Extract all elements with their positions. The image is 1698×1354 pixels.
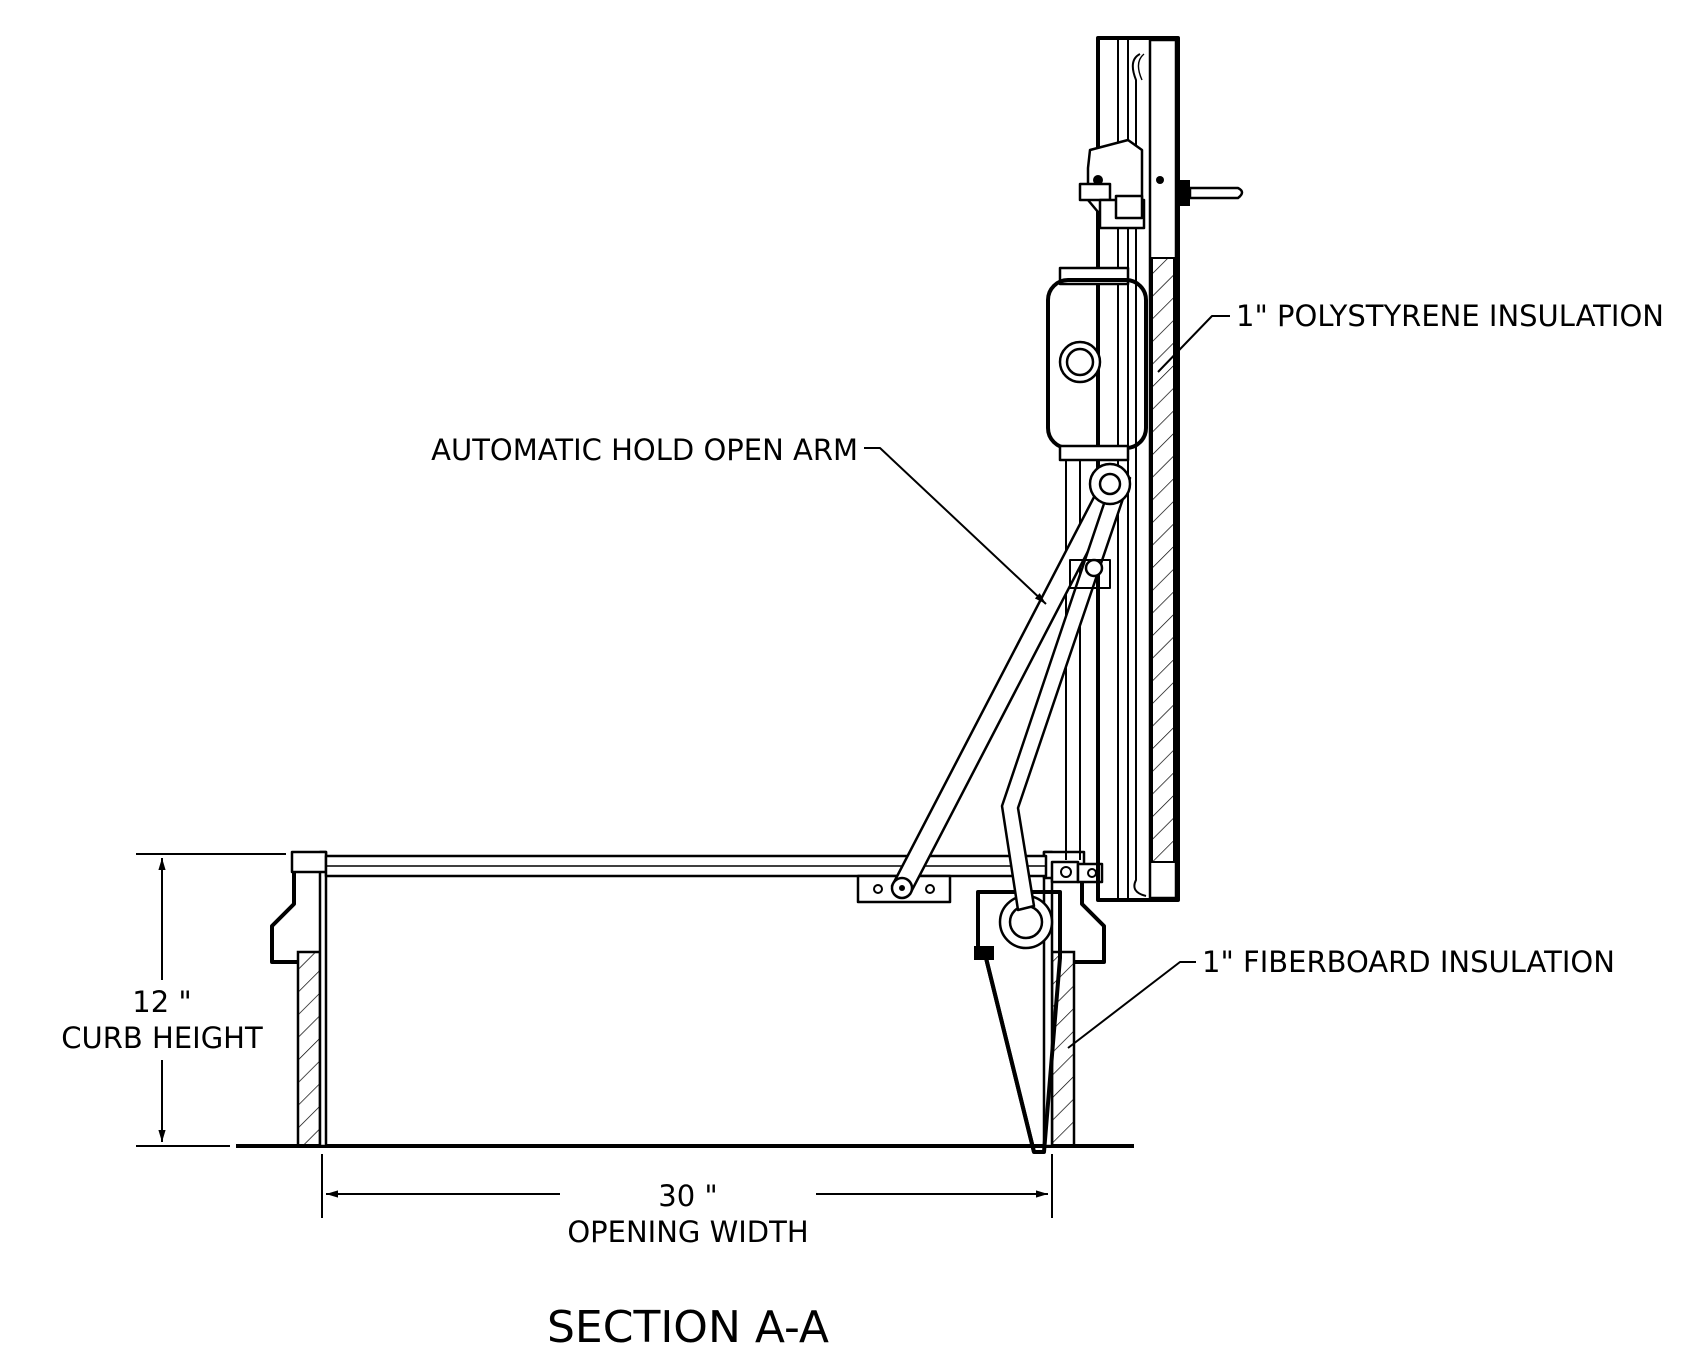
slam-latch-assembly bbox=[1078, 138, 1244, 230]
hinge-spring-housing bbox=[974, 860, 1104, 1154]
leader-lines bbox=[864, 315, 1230, 1049]
polystyrene-leader bbox=[1157, 315, 1230, 373]
left-curb-wall bbox=[270, 850, 328, 1148]
fiberboard-insulation-label: 1" FIBERBOARD INSULATION bbox=[1202, 945, 1615, 979]
curb-height-label: CURB HEIGHT bbox=[61, 1021, 263, 1055]
hold-open-arm-leader bbox=[864, 447, 1047, 605]
curb-height-value: 12 " bbox=[132, 985, 191, 1019]
hold-open-arm bbox=[890, 462, 1132, 912]
opening-width-label: OPENING WIDTH bbox=[567, 1215, 808, 1249]
fiberboard-leader bbox=[1067, 961, 1196, 1049]
curb-top-frame bbox=[324, 854, 1048, 878]
opening-width-value: 30 " bbox=[658, 1179, 717, 1213]
opening-width-dimension bbox=[321, 1154, 1053, 1218]
hold-open-arm-label: AUTOMATIC HOLD OPEN ARM bbox=[431, 433, 858, 467]
right-curb-wall bbox=[1042, 850, 1106, 1148]
polystyrene-insulation-label: 1" POLYSTYRENE INSULATION bbox=[1236, 299, 1664, 333]
section-title: SECTION A-A bbox=[547, 1302, 829, 1353]
curb-height-dimension bbox=[136, 853, 286, 1147]
